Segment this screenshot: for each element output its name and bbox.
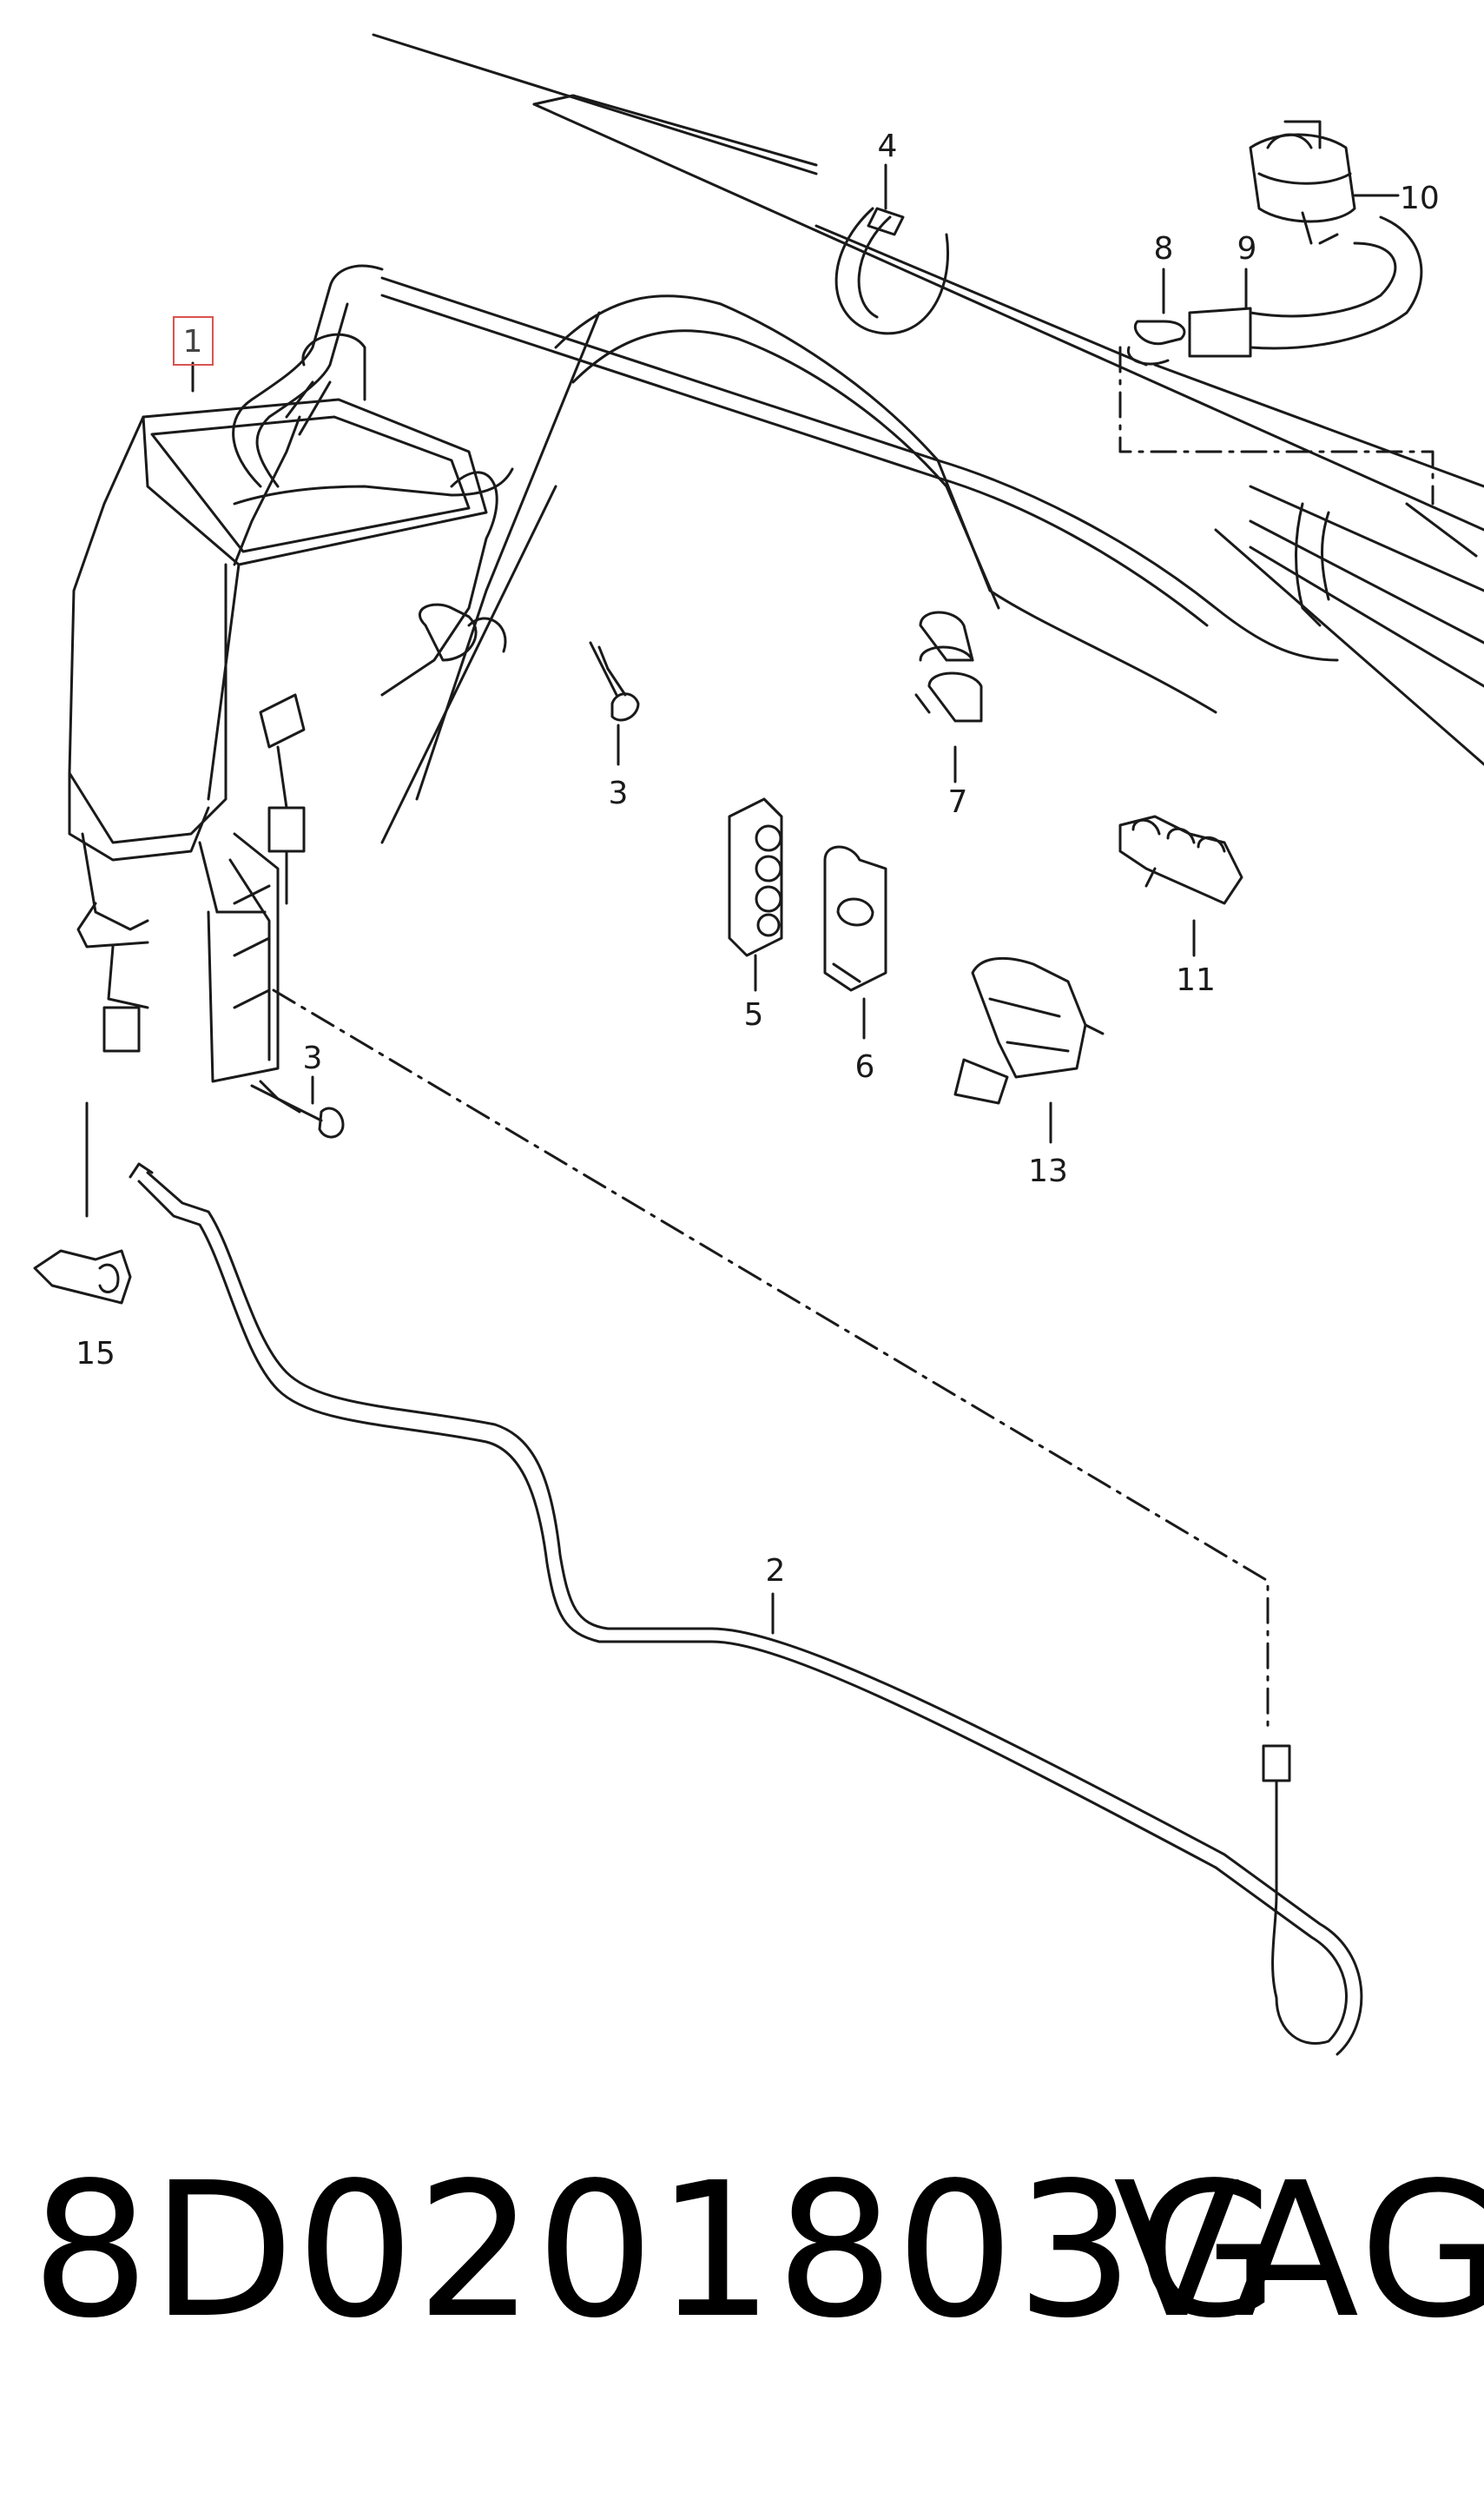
callout-3b: 3 [303,1041,323,1076]
connector-hose-9 [1188,215,1423,358]
long-vent-pipe [380,276,1339,662]
body-panel-outline [372,33,1484,844]
callout-10: 10 [1400,181,1440,216]
callout-9: 9 [1237,231,1257,267]
callout-11: 11 [1176,962,1216,998]
screw-upper [589,641,640,722]
clip-13 [953,956,1105,1105]
assembly-centerline [272,988,1270,1730]
callout-5: 5 [744,997,764,1033]
callout-7: 7 [948,784,968,820]
cable-tie-4 [834,207,949,335]
callout-1-highlight [173,316,214,366]
screw-lower [250,1080,345,1139]
callout-8: 8 [1154,231,1174,267]
hose-clamp-8 [1126,320,1186,366]
callout-6: 6 [855,1049,875,1085]
clip-6 [823,845,887,992]
triple-clip-11 [1118,815,1243,905]
grommet-15 [33,1249,132,1305]
callout-4: 4 [878,129,898,164]
parts-diagram: 1 2 3 3 4 5 6 7 8 9 10 11 13 15 [33,33,1484,2056]
delivery-hose [129,1162,1363,2056]
double-clip-7 [914,611,983,723]
dashdot-connector [1118,346,1435,506]
filler-hose [232,264,514,506]
callout-3a: 3 [609,776,629,811]
foam-block-5 [728,797,783,957]
brand-label: VAG [1113,2143,1484,2359]
callout-1: 1 [183,324,203,360]
washer-pump-10 [1249,120,1356,245]
washer-fluid-reservoir [68,333,507,1083]
callout-2: 2 [766,1553,786,1589]
callout-15: 15 [76,1336,115,1372]
part-number: 8D0201803G [31,2143,1282,2359]
callout-13: 13 [1028,1154,1068,1189]
